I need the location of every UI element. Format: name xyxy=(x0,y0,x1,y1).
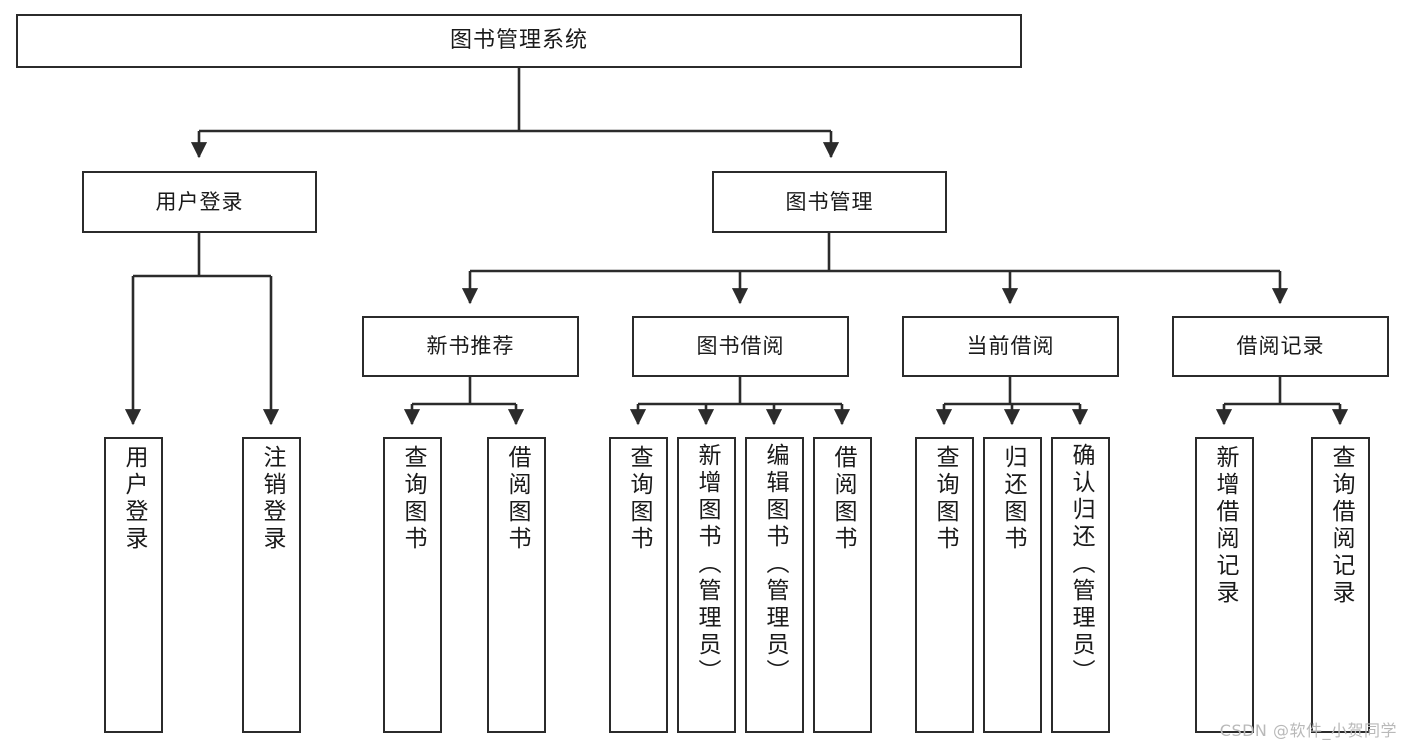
node-label: 注销登录 xyxy=(259,445,285,553)
node-label: 查询图书 xyxy=(932,445,958,553)
leaf-borrow-book-recommendation[interactable]: 借阅图书 xyxy=(487,437,546,733)
node-label: 归还图书 xyxy=(1000,445,1026,553)
leaf-edit-book-admin[interactable]: 编辑图书（管理员） xyxy=(745,437,804,733)
node-label: 新书推荐 xyxy=(426,334,515,359)
leaf-query-book-borrowing[interactable]: 查询图书 xyxy=(609,437,668,733)
node-label: 用户登录 xyxy=(155,189,244,214)
node-label: 新增借阅记录 xyxy=(1212,445,1238,607)
leaf-query-book-recommendation[interactable]: 查询图书 xyxy=(383,437,442,733)
node-label: 图书借阅 xyxy=(696,334,785,359)
node-label: 图书管理系统 xyxy=(449,28,588,54)
leaf-user-login[interactable]: 用户登录 xyxy=(104,437,163,733)
leaf-confirm-return-admin[interactable]: 确认归还（管理员） xyxy=(1051,437,1110,733)
leaf-query-borrowing-record[interactable]: 查询借阅记录 xyxy=(1311,437,1370,733)
node-book-borrowing[interactable]: 图书借阅 xyxy=(632,316,849,377)
node-label: 查询图书 xyxy=(400,445,426,553)
node-label: 查询借阅记录 xyxy=(1328,445,1354,607)
node-label: 借阅图书 xyxy=(830,445,856,553)
node-label: 查询图书 xyxy=(626,445,652,553)
leaf-query-book-current[interactable]: 查询图书 xyxy=(915,437,974,733)
node-new-book-recommendation[interactable]: 新书推荐 xyxy=(362,316,579,377)
leaf-return-book[interactable]: 归还图书 xyxy=(983,437,1042,733)
leaf-add-book-admin[interactable]: 新增图书（管理员） xyxy=(677,437,736,733)
node-root-book-management-system[interactable]: 图书管理系统 xyxy=(16,14,1022,68)
leaf-add-borrowing-record[interactable]: 新增借阅记录 xyxy=(1195,437,1254,733)
node-user-login[interactable]: 用户登录 xyxy=(82,171,317,233)
leaf-borrow-book-borrowing[interactable]: 借阅图书 xyxy=(813,437,872,733)
node-label: 借阅图书 xyxy=(504,445,530,553)
node-borrowing-record[interactable]: 借阅记录 xyxy=(1172,316,1389,377)
node-label: 当前借阅 xyxy=(966,334,1055,359)
node-label: 新增图书（管理员） xyxy=(694,443,720,686)
node-label: 借阅记录 xyxy=(1236,334,1325,359)
node-current-borrowing[interactable]: 当前借阅 xyxy=(902,316,1119,377)
csdn-watermark: CSDN @软件_小贺同学 xyxy=(1219,721,1397,740)
node-label: 图书管理 xyxy=(785,189,874,214)
node-book-management[interactable]: 图书管理 xyxy=(712,171,947,233)
node-label: 编辑图书（管理员） xyxy=(762,443,788,686)
node-label: 确认归还（管理员） xyxy=(1068,443,1094,686)
node-label: 用户登录 xyxy=(121,445,147,553)
leaf-logout[interactable]: 注销登录 xyxy=(242,437,301,733)
